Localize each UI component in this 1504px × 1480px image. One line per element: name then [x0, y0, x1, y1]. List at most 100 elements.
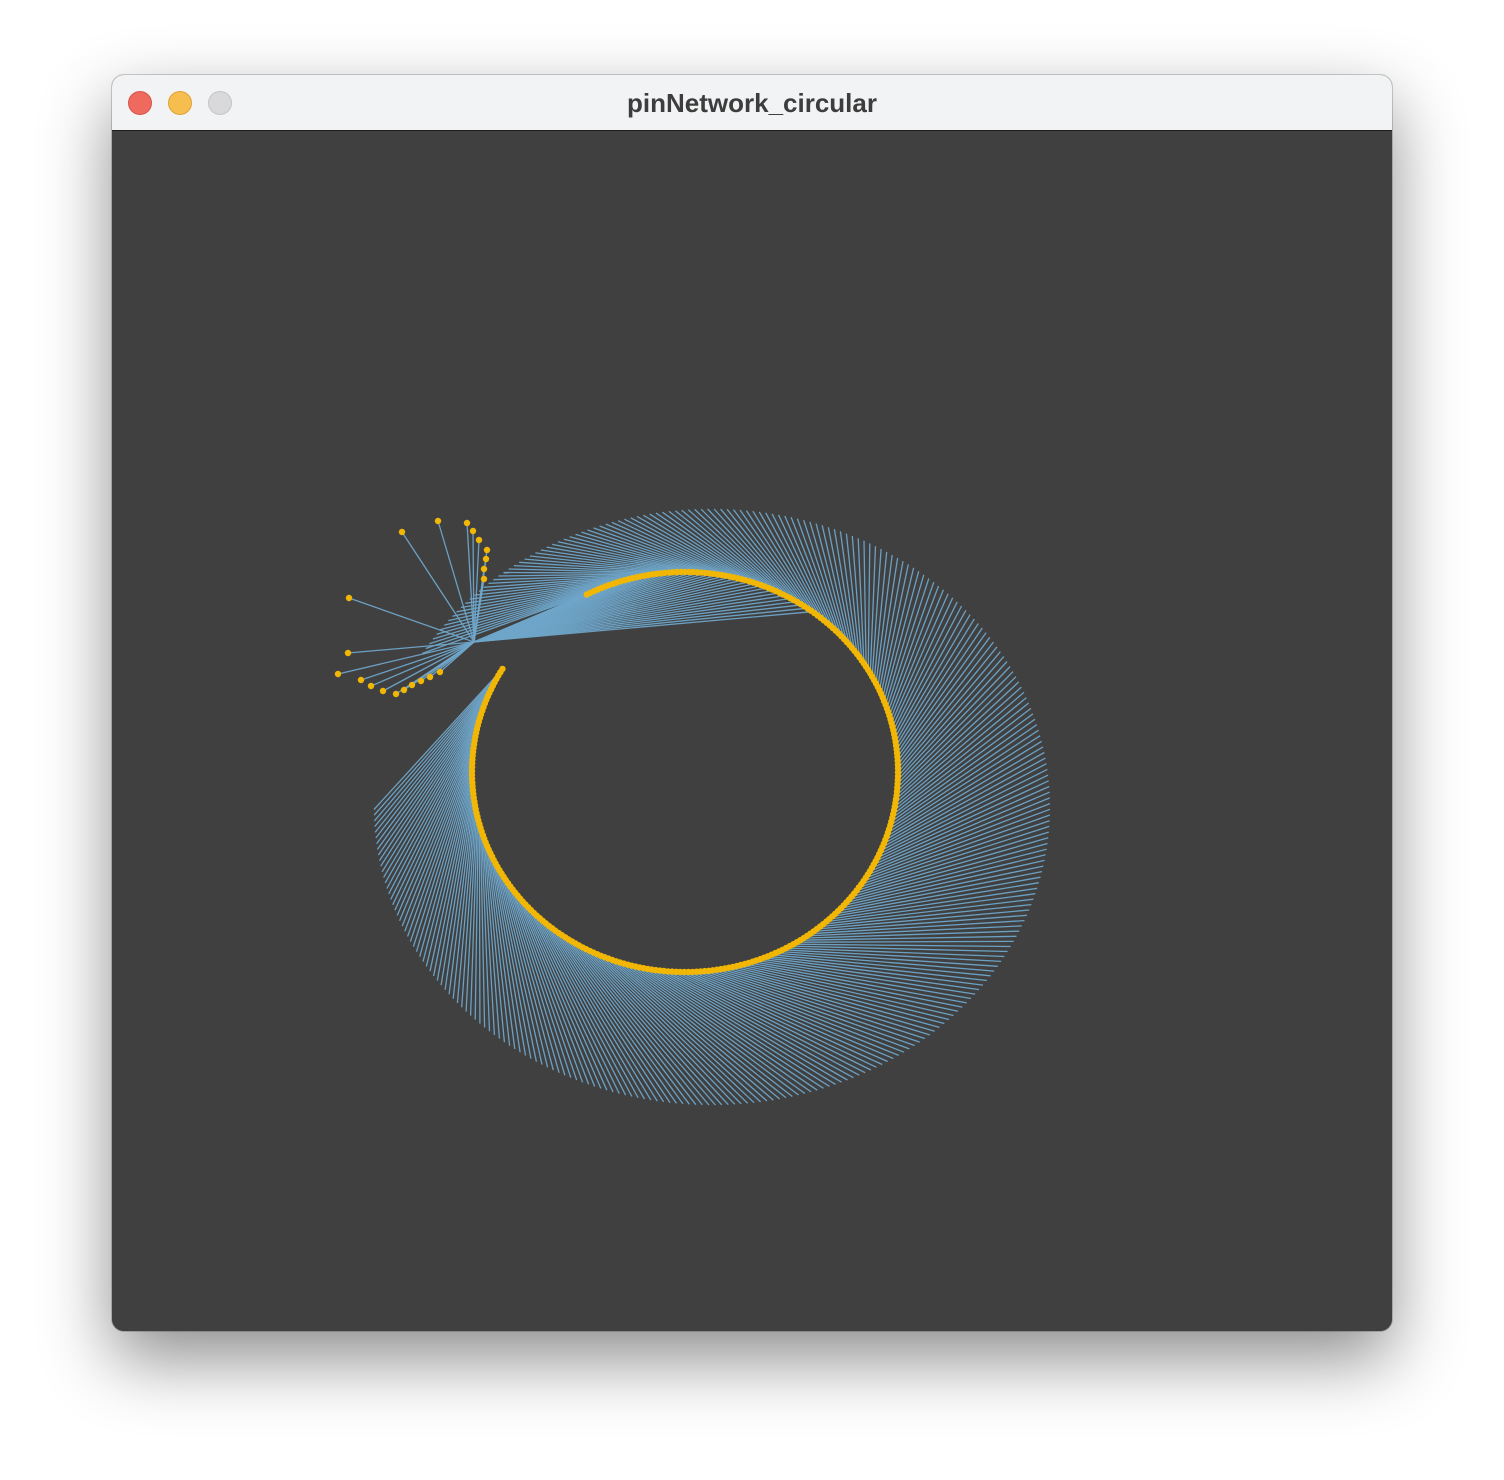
edge: [546, 546, 694, 573]
stray-edge: [348, 597, 475, 643]
edge: [863, 814, 1051, 882]
edge: [655, 969, 848, 1081]
title-bar[interactable]: pinNetwork_circular: [112, 75, 1392, 131]
edge: [732, 509, 809, 609]
edge: [809, 521, 845, 640]
edge: [793, 943, 1011, 948]
edge: [469, 577, 633, 600]
stray-edge: [401, 531, 475, 643]
edge: [498, 870, 549, 1068]
edge: [469, 816, 479, 1016]
edge: [617, 520, 742, 580]
network-canvas[interactable]: [112, 132, 1392, 1331]
zoom-button[interactable]: [208, 91, 232, 115]
edge: [869, 797, 1051, 872]
edge: [815, 523, 848, 643]
edge: [848, 848, 1047, 901]
edge: [786, 947, 1005, 958]
edge: [502, 876, 560, 1073]
edge: [507, 883, 572, 1078]
edge: [891, 597, 954, 727]
edge: [600, 955, 762, 1103]
stray-node: [417, 677, 425, 685]
edge: [524, 558, 677, 573]
edge: [569, 536, 710, 574]
edge: [894, 609, 967, 739]
edge: [376, 688, 492, 845]
edge: [897, 666, 1011, 785]
edge: [473, 607, 808, 643]
edge: [554, 930, 678, 1104]
stray-edge: [437, 520, 475, 643]
edge: [839, 531, 858, 655]
edge: [505, 879, 566, 1076]
stray-edge: [337, 641, 475, 675]
edge: [642, 514, 758, 585]
edge: [599, 525, 730, 578]
edge: [624, 518, 746, 581]
edge: [820, 903, 1032, 928]
edge: [484, 842, 506, 1043]
edge: [412, 759, 474, 947]
edge: [659, 970, 854, 1079]
edge: [897, 641, 995, 766]
nodes-layer: [334, 517, 902, 976]
edge: [647, 968, 836, 1085]
edge: [575, 943, 716, 1106]
edge: [726, 508, 805, 607]
edge: [460, 579, 625, 609]
edge: [896, 627, 983, 754]
edge: [782, 949, 1002, 963]
edge: [897, 656, 1005, 777]
edge: [596, 953, 755, 1104]
edge: [728, 967, 945, 1025]
edge: [635, 966, 818, 1091]
edge: [619, 961, 793, 1098]
edge: [575, 533, 714, 575]
edge: [871, 791, 1050, 869]
edge: [585, 948, 736, 1105]
edge: [483, 838, 501, 1039]
edge: [390, 725, 479, 900]
edge: [378, 699, 487, 861]
edge: [542, 920, 652, 1101]
edge: [482, 835, 496, 1036]
edge: [448, 797, 475, 995]
edge: [796, 940, 1014, 943]
minimize-button[interactable]: [168, 91, 192, 115]
edge: [643, 967, 830, 1087]
edge: [508, 568, 665, 574]
edge: [608, 958, 774, 1101]
edge: [700, 508, 791, 599]
edge: [823, 898, 1034, 925]
close-button[interactable]: [128, 91, 152, 115]
edge: [429, 778, 473, 972]
edge: [380, 703, 486, 867]
edge: [877, 557, 899, 687]
edge: [488, 574, 649, 585]
stray-edge: [382, 641, 475, 692]
edge: [605, 523, 734, 578]
edge: [587, 529, 722, 576]
edge: [406, 751, 474, 937]
edge: [843, 859, 1045, 907]
stray-node: [408, 681, 416, 689]
edge: [744, 963, 963, 1008]
edge: [425, 774, 473, 967]
edge: [503, 571, 661, 574]
edge: [564, 936, 697, 1106]
edge: [896, 632, 987, 758]
edge: [473, 604, 802, 643]
edge: [540, 549, 690, 573]
edge: [896, 623, 979, 750]
edge: [494, 863, 538, 1062]
edge: [777, 514, 831, 626]
edge: [465, 578, 629, 604]
stray-node: [400, 686, 408, 694]
edge: [373, 671, 501, 816]
edge: [474, 576, 637, 596]
edge: [877, 774, 1049, 859]
edge: [740, 964, 959, 1012]
stray-node: [426, 673, 434, 681]
edge: [845, 533, 861, 658]
